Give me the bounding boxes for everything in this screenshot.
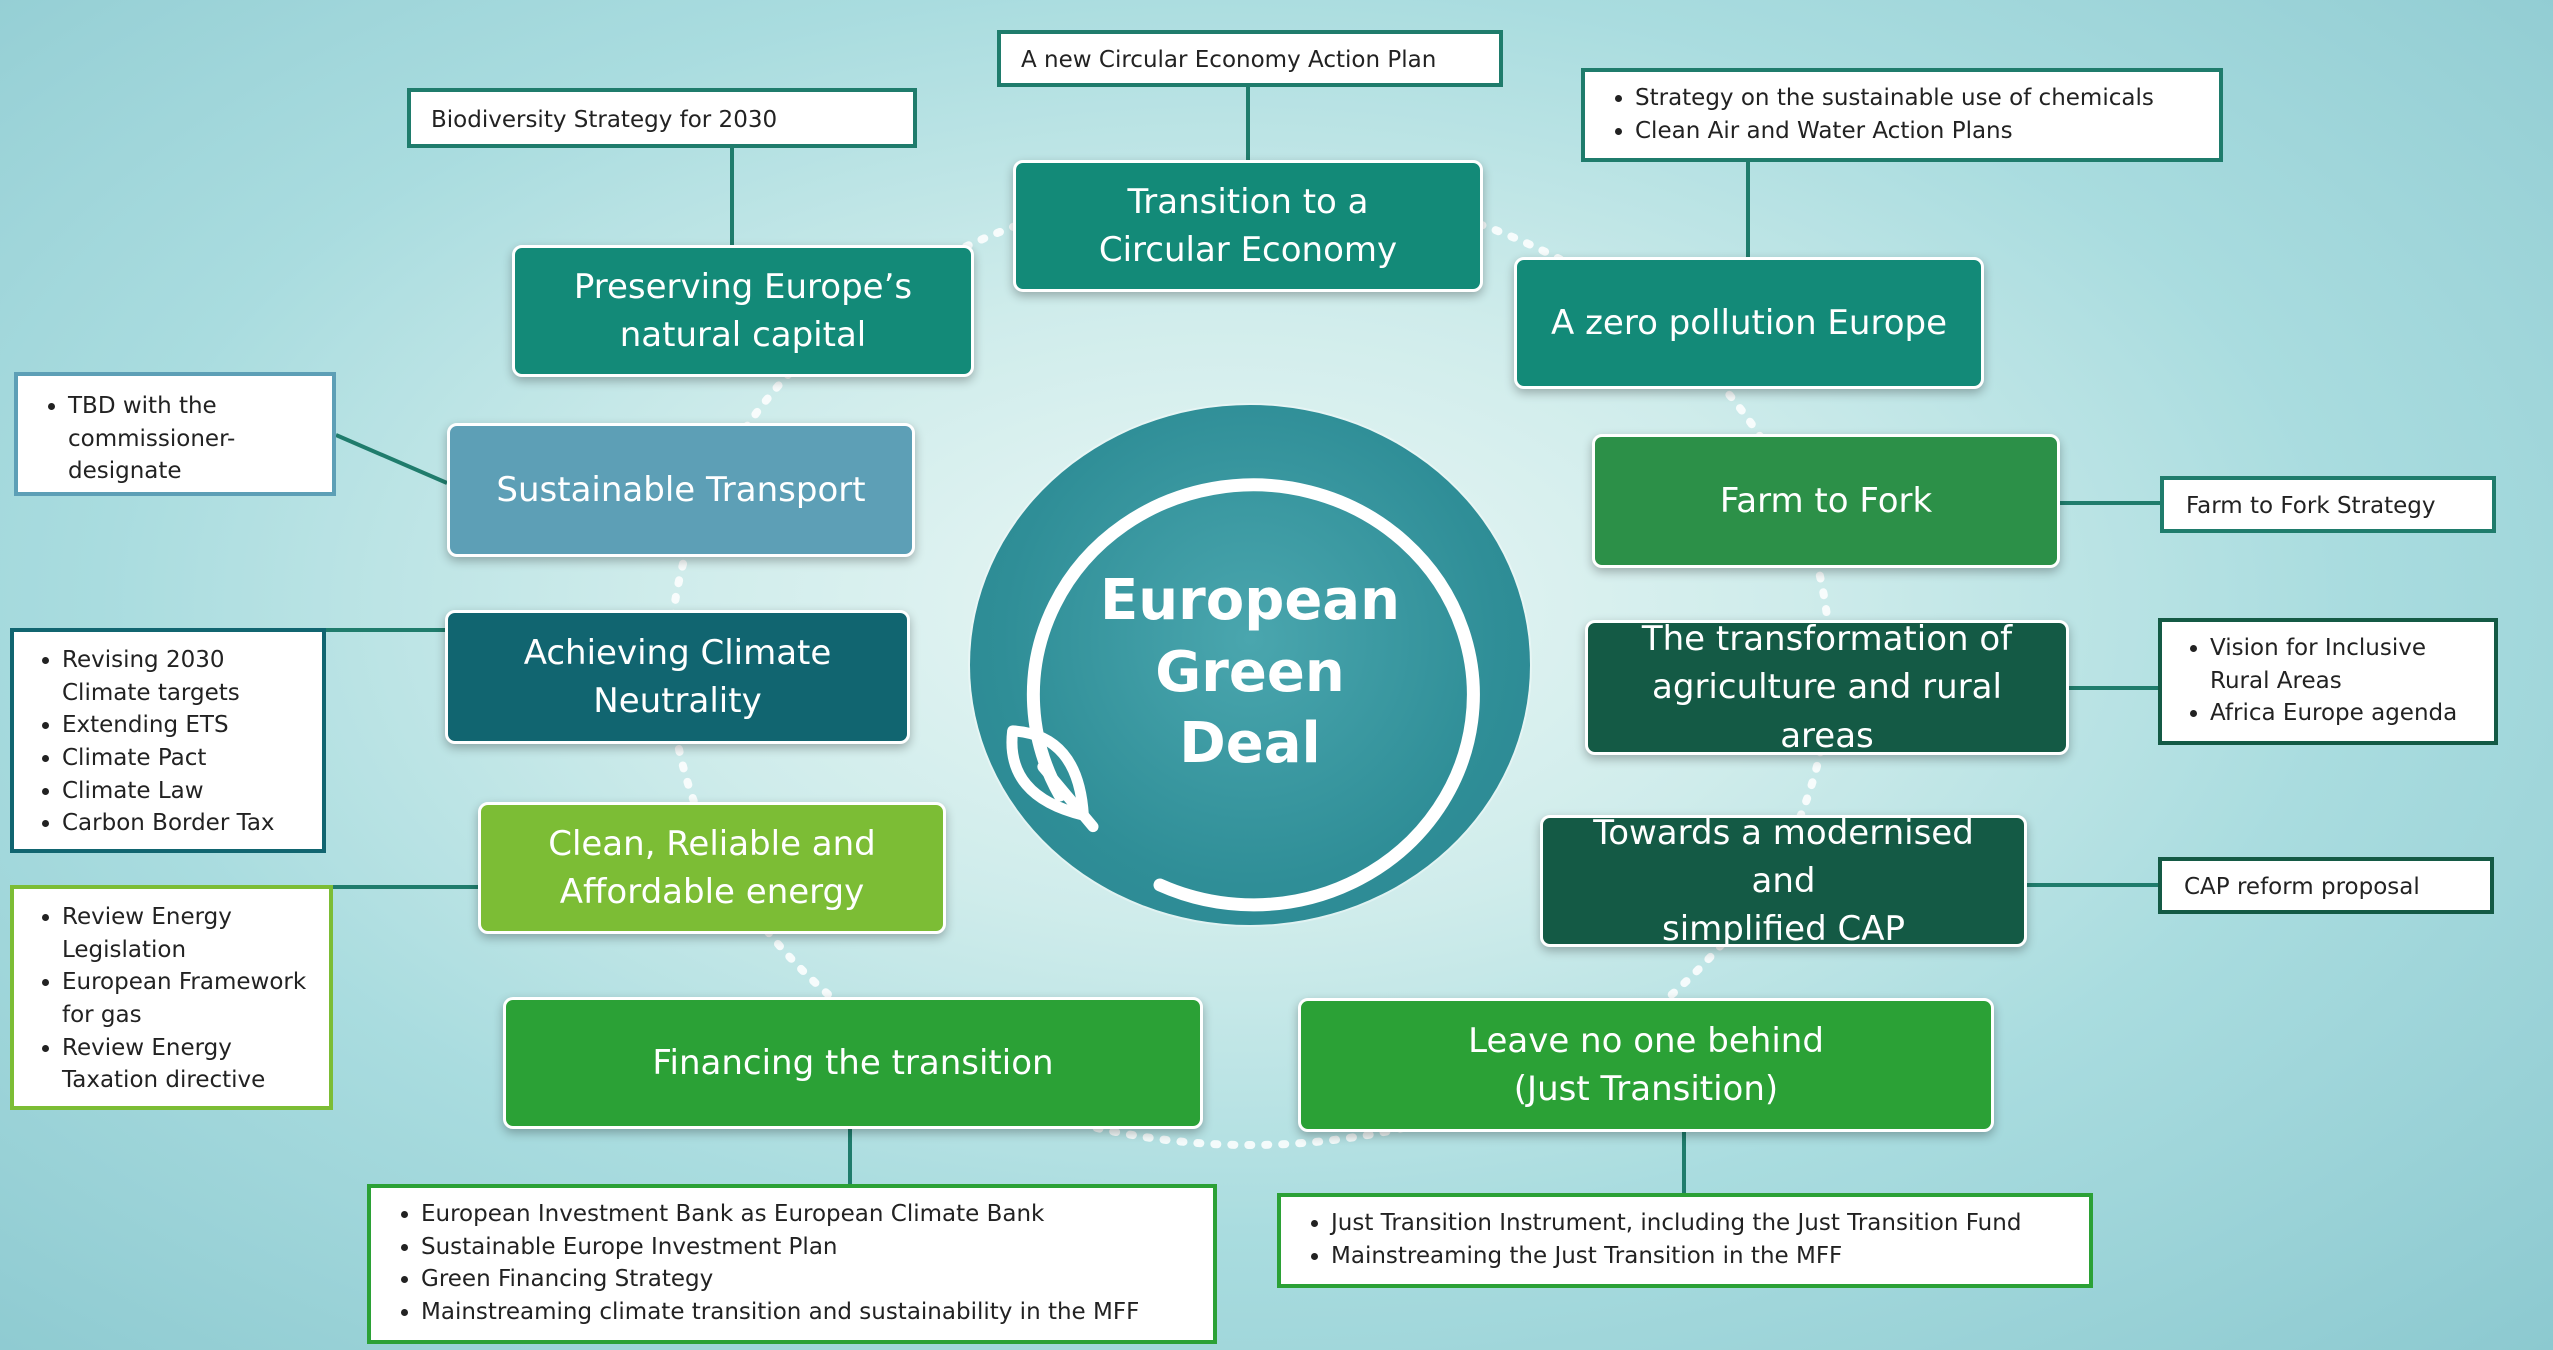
note-text: A new Circular Economy Action Plan	[1021, 47, 1437, 73]
central-hub: European Green Deal	[970, 405, 1530, 925]
note-climate: Revising 2030 Climate targets Extending …	[10, 628, 326, 853]
note-zero-pollution: Strategy on the sustainable use of chemi…	[1581, 68, 2223, 162]
theme-label: Sustainable Transport	[496, 469, 866, 510]
note-text: Farm to Fork Strategy	[2186, 493, 2436, 519]
theme-sustainable-transport: Sustainable Transport	[447, 423, 915, 557]
note-item: Carbon Border Tax	[62, 807, 304, 840]
note-circular-economy: A new Circular Economy Action Plan	[997, 30, 1503, 87]
theme-label: Leave no one behind	[1468, 1020, 1824, 1061]
note-transport: TBD with the commissioner-designate	[14, 372, 336, 496]
theme-label: A zero pollution Europe	[1551, 302, 1947, 343]
leaf-icon	[1006, 725, 1099, 833]
note-item: Climate Law	[62, 775, 304, 808]
theme-financing: Financing the transition	[503, 997, 1203, 1129]
theme-label: simplified CAP	[1662, 909, 1905, 950]
theme-label: Transition to a	[1127, 181, 1369, 222]
hub-title-line: Deal	[1179, 711, 1321, 777]
hub-title: European Green Deal	[1080, 565, 1420, 780]
note-item: European Framework for gas	[62, 966, 311, 1031]
note-item: Mainstreaming climate transition and sus…	[421, 1296, 1193, 1329]
note-item: Vision for Inclusive Rural Areas	[2210, 632, 2476, 697]
note-item: European Investment Bank as European Cli…	[421, 1198, 1193, 1231]
theme-label: Affordable energy	[559, 872, 865, 912]
hub-title-line: Green	[1155, 639, 1345, 705]
note-item: Revising 2030 Climate targets	[62, 644, 304, 709]
theme-natural-capital: Preserving Europe’s natural capital	[512, 245, 974, 377]
note-text: Biodiversity Strategy for 2030	[431, 107, 778, 133]
connector-transport	[335, 433, 448, 485]
note-farm-to-fork: Farm to Fork Strategy	[2160, 476, 2496, 533]
theme-agriculture: The transformation of agriculture and rur…	[1585, 619, 2069, 756]
hub-graphic	[1006, 478, 1480, 912]
theme-farm-to-fork: Farm to Fork	[1592, 434, 2060, 568]
theme-cap: Towards a modernised and simplified CAP	[1540, 813, 2027, 949]
theme-label: Clean, Reliable and	[548, 823, 876, 864]
theme-label: (Just Transition)	[1513, 1069, 1779, 1109]
theme-label: agriculture and rural areas	[1652, 667, 2002, 756]
note-cap: CAP reform proposal	[2158, 857, 2494, 914]
hub-title-line: European	[1100, 568, 1400, 633]
theme-zero-pollution: A zero pollution Europe	[1514, 257, 1984, 389]
note-financing: European Investment Bank as European Cli…	[367, 1184, 1217, 1344]
note-item: Extending ETS	[62, 709, 304, 742]
theme-label: Neutrality	[593, 681, 762, 721]
note-item: Sustainable Europe Investment Plan	[421, 1231, 1193, 1264]
note-item: Review Energy Legislation	[62, 901, 311, 966]
note-energy: Review Energy Legislation European Frame…	[10, 885, 333, 1110]
theme-label: Circular Economy	[1098, 230, 1398, 270]
note-item: Review Energy Taxation directive	[62, 1032, 311, 1097]
note-item: Climate Pact	[62, 742, 304, 775]
note-item: Strategy on the sustainable use of chemi…	[1635, 82, 2199, 115]
note-just-transition: Just Transition Instrument, including th…	[1277, 1193, 2093, 1288]
theme-label: Farm to Fork	[1719, 480, 1933, 521]
note-item: Mainstreaming the Just Transition in the…	[1331, 1240, 2069, 1273]
note-item: Just Transition Instrument, including th…	[1331, 1207, 2069, 1240]
theme-just-transition: Leave no one behind (Just Transition)	[1298, 998, 1994, 1132]
note-item: Africa Europe agenda	[2210, 697, 2476, 730]
hub-ring	[1026, 478, 1480, 912]
theme-label: Preserving Europe’s	[573, 266, 913, 307]
theme-circular-economy: Transition to a Circular Economy	[1013, 160, 1483, 292]
note-item: Clean Air and Water Action Plans	[1635, 115, 2199, 148]
note-text: CAP reform proposal	[2184, 874, 2420, 900]
theme-label: The transformation of	[1641, 619, 2013, 660]
theme-label: Towards a modernised and	[1593, 812, 1974, 901]
note-biodiversity: Biodiversity Strategy for 2030	[407, 88, 917, 148]
theme-label: Achieving Climate	[523, 632, 832, 673]
note-item: Green Financing Strategy	[421, 1263, 1193, 1296]
note-agriculture: Vision for Inclusive Rural Areas Africa …	[2158, 618, 2498, 745]
note-item: TBD with the commissioner-designate	[68, 390, 312, 488]
theme-label: natural capital	[619, 315, 867, 355]
theme-label: Financing the transition	[652, 1042, 1054, 1083]
